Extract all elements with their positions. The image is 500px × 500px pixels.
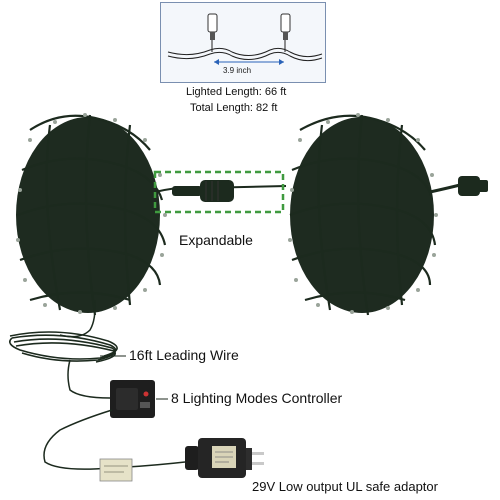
left-light-coil: [16, 114, 167, 316]
controller-to-adaptor-wire: [43, 409, 186, 470]
bulb-icon: [207, 13, 218, 33]
adaptor-label: 29V Low output UL safe adaptor: [252, 479, 438, 494]
lighted-length-label: Lighted Length: 66 ft: [186, 86, 287, 98]
right-light-coil: [289, 114, 437, 316]
left-bulbs: [16, 113, 167, 314]
plug-prong-icon: [252, 452, 264, 455]
spec-wire-diagram: [167, 13, 323, 65]
spec-diagram-box: [160, 2, 326, 83]
arrow-right-icon: [279, 59, 284, 65]
power-adaptor-icon: [185, 438, 264, 478]
leading-wire-coil: [9, 331, 118, 363]
arrow-left-icon: [214, 59, 219, 65]
expandable-label: Expandable: [179, 232, 253, 248]
leading-wire-label: 16ft Leading Wire: [129, 347, 239, 363]
controller-label: 8 Lighting Modes Controller: [171, 390, 343, 406]
expandable-highlight-box: [153, 170, 285, 214]
right-bulbs: [288, 113, 438, 314]
waterproof-connector-icon: [172, 180, 234, 202]
controller-icon: [110, 380, 155, 418]
ul-tag-icon: [99, 458, 133, 482]
bulb-icon: [280, 13, 291, 33]
bulb-spacing-label: 3.9 inch: [223, 66, 252, 75]
total-length-label: Total Length: 82 ft: [190, 102, 278, 114]
end-connector-icon: [429, 176, 488, 196]
plug-prong-icon: [252, 462, 264, 465]
